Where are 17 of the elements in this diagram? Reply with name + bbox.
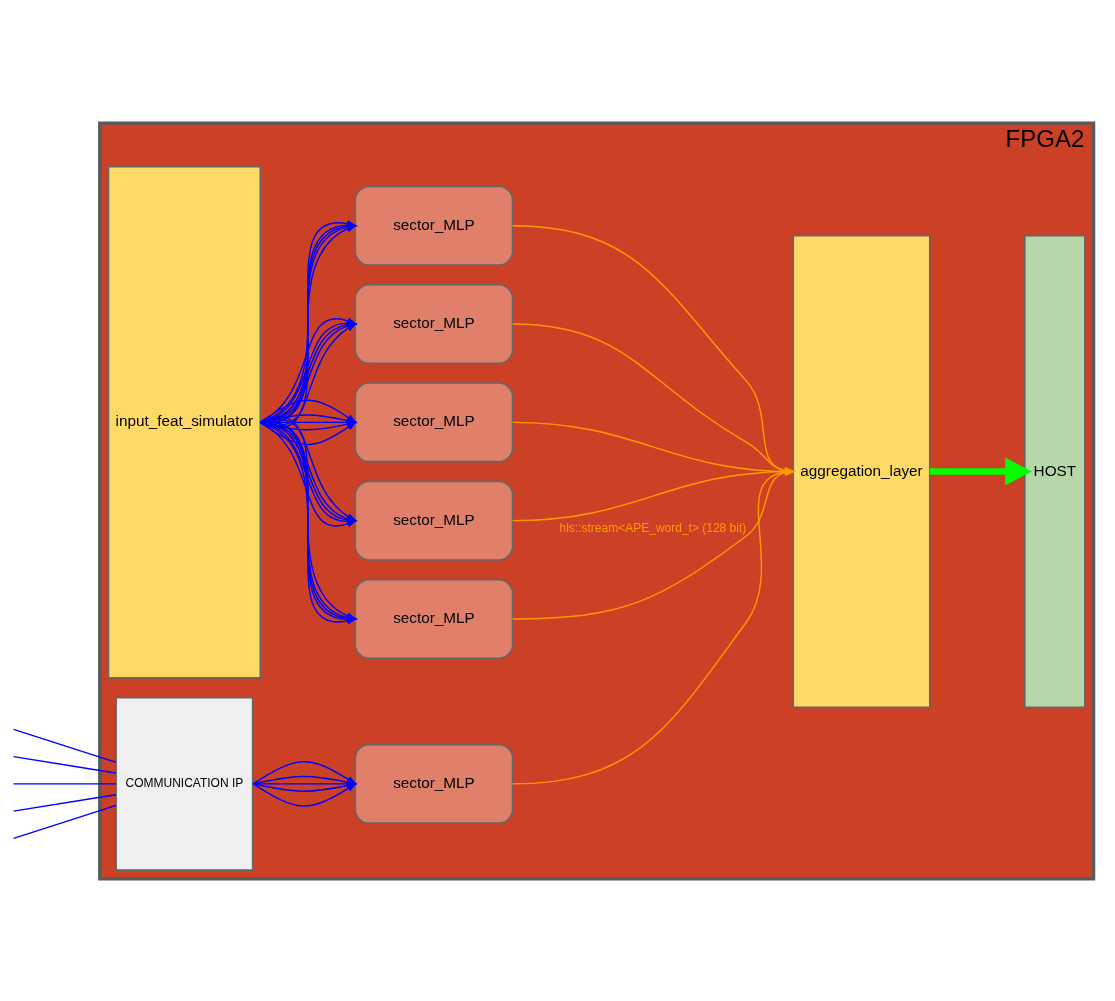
node-box: sector_MLP: [354, 578, 514, 659]
connector: [12, 728, 117, 763]
edge-label: hls::stream<APE_word_t> (128 bit): [559, 520, 747, 535]
node-box: sector_MLP: [354, 381, 514, 462]
connector: [12, 804, 117, 839]
connector: [12, 782, 117, 785]
node-box: input_feat_simulator: [107, 165, 262, 679]
node-box: HOST: [1023, 234, 1086, 708]
node-box: sector_MLP: [354, 283, 514, 364]
node-box: sector_MLP: [354, 743, 514, 824]
arrow: [929, 456, 1032, 486]
node-box: sector_MLP: [354, 480, 514, 561]
connector: [12, 793, 117, 812]
connector: [12, 755, 117, 774]
node-box: aggregation_layer: [792, 234, 931, 708]
node-box: COMMUNICATION IP: [115, 696, 254, 871]
node-box: sector_MLP: [354, 185, 514, 266]
